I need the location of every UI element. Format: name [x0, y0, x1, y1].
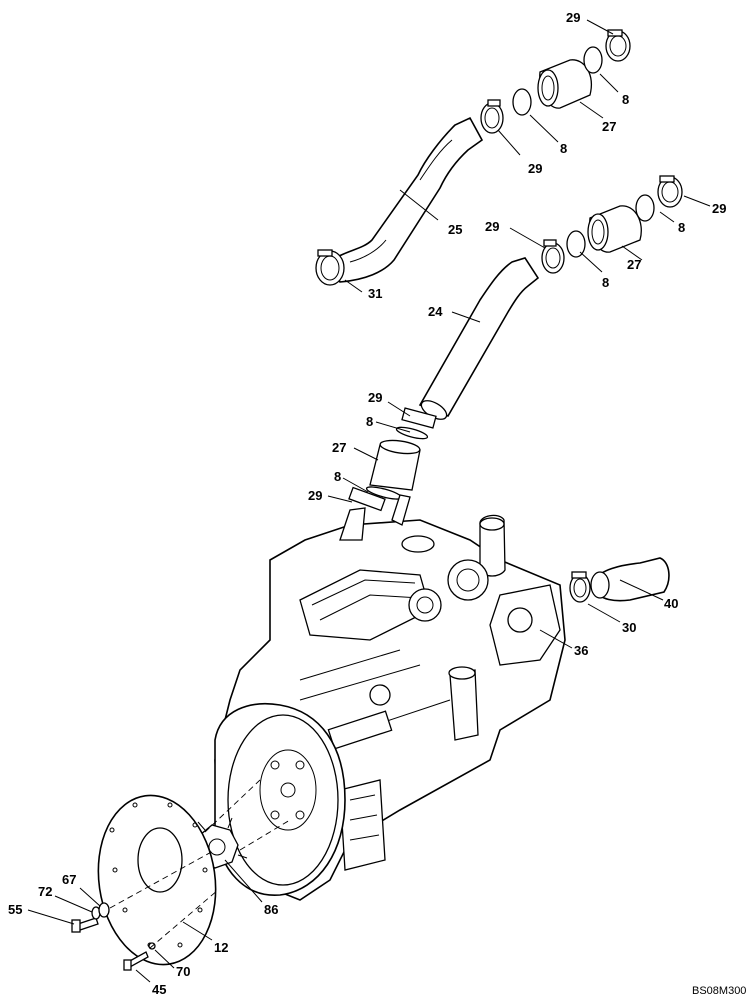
callout-8: 8	[560, 141, 567, 156]
washer-67	[98, 902, 110, 918]
callout-8: 8	[678, 220, 685, 235]
callout-29: 29	[308, 488, 322, 503]
leader-lines	[27, 19, 711, 983]
sleeve-27-lower	[369, 439, 421, 491]
callout-8: 8	[622, 92, 629, 107]
ring-8-mid-a	[566, 230, 586, 258]
callout-27: 27	[602, 119, 616, 134]
callout-30: 30	[622, 620, 636, 635]
callout-27: 27	[332, 440, 346, 455]
callout-8: 8	[602, 275, 609, 290]
callout-24: 24	[428, 304, 443, 319]
bolt-55	[71, 917, 99, 933]
callout-25: 25	[448, 222, 462, 237]
hose-24	[418, 257, 540, 420]
elbow-40	[590, 557, 670, 602]
callout-29: 29	[368, 390, 382, 405]
callout-12: 12	[214, 940, 228, 955]
callout-8: 8	[334, 469, 341, 484]
engine	[214, 494, 566, 901]
flexplate-12	[97, 794, 217, 966]
assembly-line	[109, 779, 291, 949]
clamp-31	[315, 249, 345, 286]
sleeve-27-upper	[537, 59, 592, 109]
callout-55: 55	[8, 902, 22, 917]
sleeve-27-mid	[587, 205, 642, 253]
callout-27: 27	[627, 257, 641, 272]
callout-86: 86	[264, 902, 278, 917]
callout-45: 45	[152, 982, 166, 997]
callout-29: 29	[712, 201, 726, 216]
callout-29: 29	[485, 219, 499, 234]
clamp-29-upper-b	[605, 29, 631, 62]
callout-40: 40	[664, 596, 678, 611]
clamp-29-lower-a	[401, 407, 437, 429]
ring-8-mid-b	[635, 194, 655, 222]
clamp-30	[569, 571, 591, 603]
drawing-code: BS08M300	[692, 985, 746, 997]
callout-70: 70	[176, 964, 190, 979]
ring-8-upper-b	[583, 46, 603, 74]
callout-31: 31	[368, 286, 382, 301]
ring-8-upper-a	[512, 88, 532, 116]
callout-29: 29	[566, 10, 580, 25]
callout-8: 8	[366, 414, 373, 429]
hose-25	[328, 116, 484, 283]
callout-67: 67	[62, 872, 76, 887]
callout-29: 29	[528, 161, 542, 176]
callout-72: 72	[38, 884, 52, 899]
bolt-45	[123, 951, 149, 971]
callout-36: 36	[574, 643, 588, 658]
ring-8-lower-a	[395, 426, 429, 440]
clamp-29-lower-b	[348, 486, 386, 512]
clamp-29-mid-b	[657, 175, 683, 208]
clamp-29-upper-a	[480, 99, 504, 134]
clamp-29-mid-a	[541, 239, 565, 274]
